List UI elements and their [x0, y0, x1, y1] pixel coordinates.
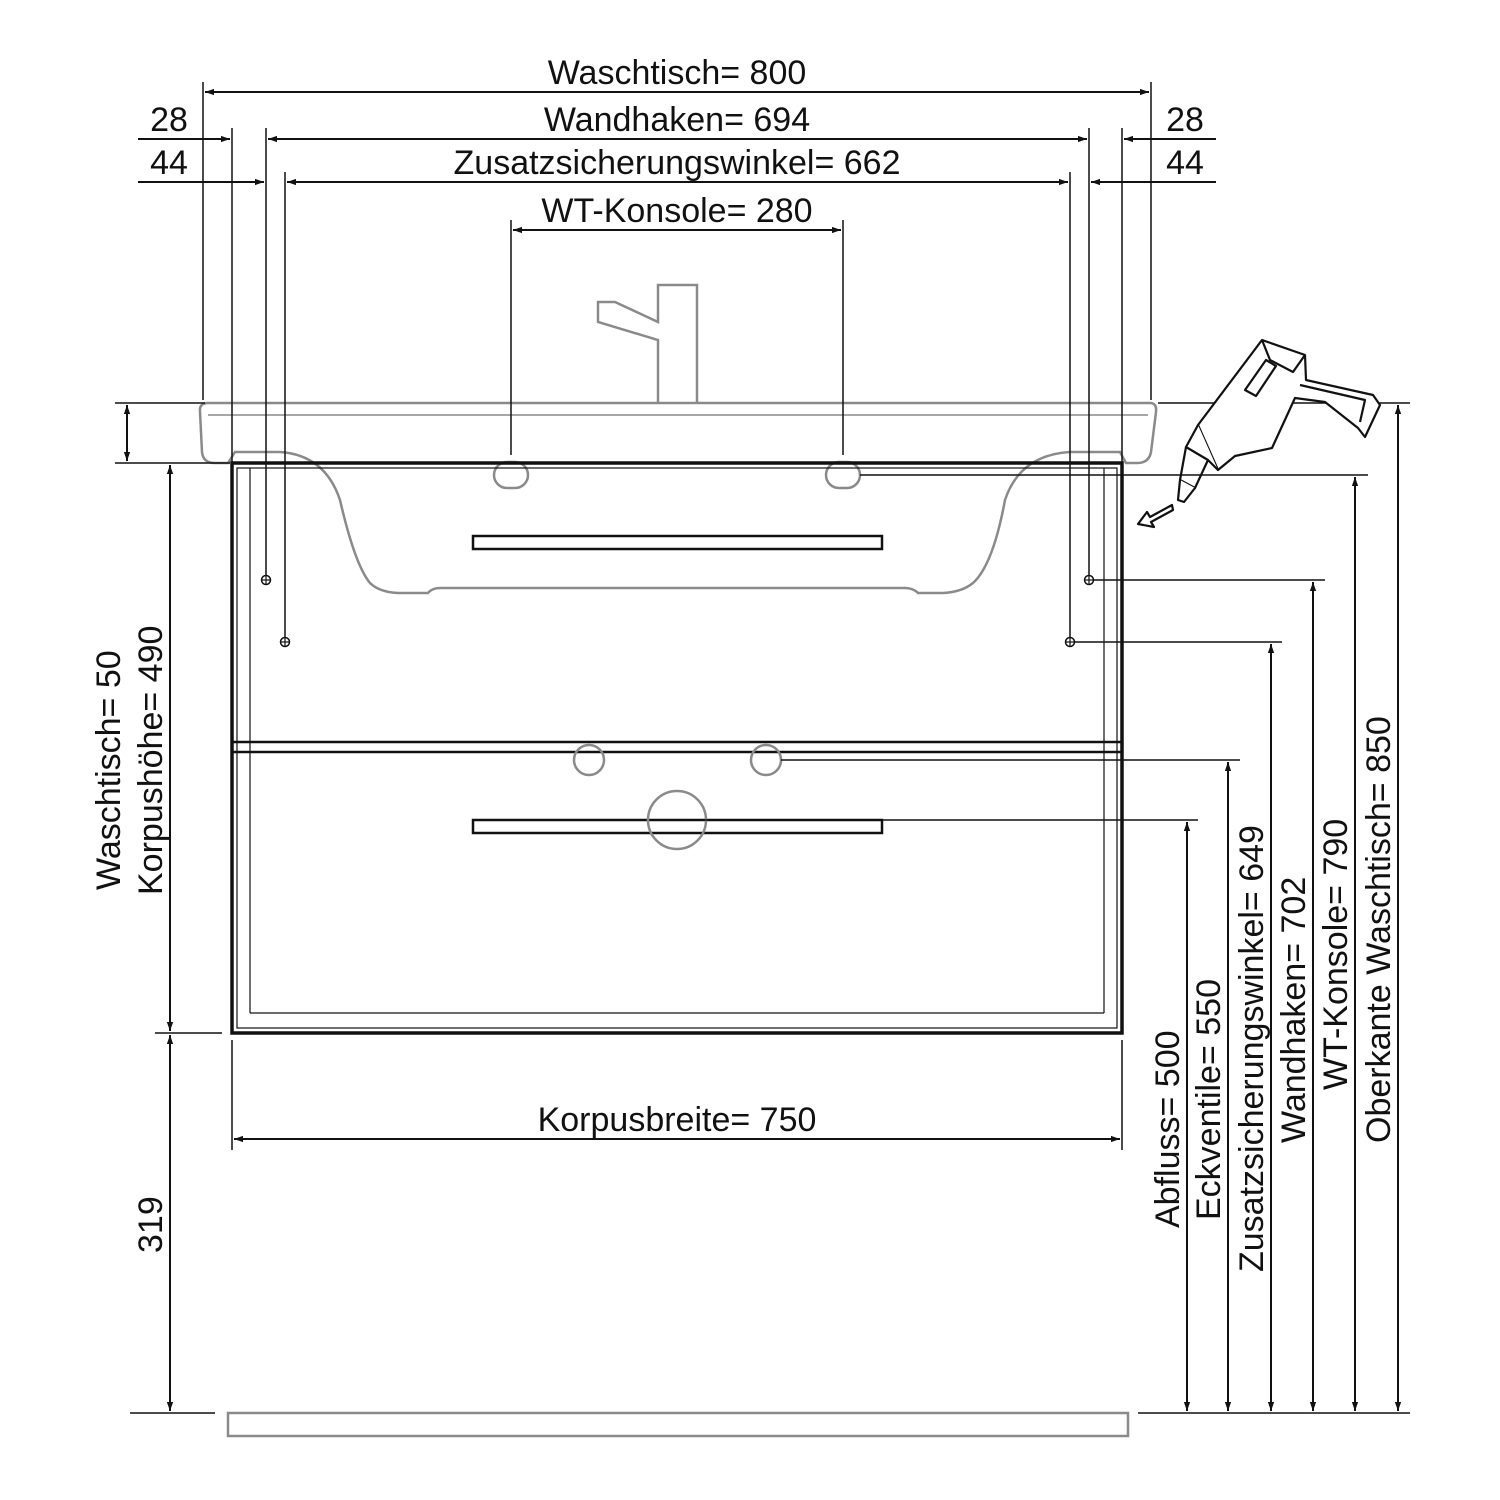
dim-eckventile: Eckventile= 550	[1190, 979, 1228, 1220]
cabinet-body	[230, 461, 1124, 1035]
dim-oberkante-waschtisch: Oberkante Waschtisch= 850	[1360, 716, 1398, 1143]
drawer-handle-top	[471, 534, 884, 551]
dim-floor-gap: 319	[132, 1196, 170, 1253]
faucet-icon	[596, 283, 699, 403]
arrow-icon	[1136, 503, 1175, 529]
drill-icon	[1136, 338, 1382, 529]
dim-right-offset-44: 44	[1166, 144, 1204, 182]
angle-valve-left	[572, 743, 606, 777]
dimension-labels: Waschtisch= 800 Wandhaken= 694 Zusatzsic…	[90, 54, 1398, 1272]
floor-line	[226, 1411, 1130, 1438]
dim-left-offset-28: 28	[150, 101, 188, 139]
dim-left-offset-44: 44	[150, 144, 188, 182]
dim-wt-konsole-height: WT-Konsole= 790	[1317, 819, 1355, 1090]
dim-korpushoehe: Korpushöhe= 490	[132, 626, 170, 895]
dim-wandhaken-height: Wandhaken= 702	[1275, 877, 1313, 1143]
dim-abfluss: Abfluss= 500	[1149, 1030, 1187, 1228]
drawer-handle-bottom	[471, 818, 884, 835]
dim-zusatzsicherungswinkel-height: Zusatzsicherungswinkel= 649	[1233, 825, 1271, 1272]
dim-right-offset-28: 28	[1166, 101, 1204, 139]
dim-wt-konsole: WT-Konsole= 280	[541, 192, 812, 230]
extension-lines	[115, 82, 1410, 1414]
dimension-lines	[123, 88, 1402, 1411]
dim-wandhaken: Wandhaken= 694	[544, 101, 810, 139]
washbasin	[198, 283, 1158, 595]
dim-korpusbreite: Korpusbreite= 750	[538, 1101, 817, 1139]
dim-waschtisch: Waschtisch= 800	[548, 54, 807, 92]
dim-zusatzsicherungswinkel: Zusatzsicherungswinkel= 662	[454, 144, 901, 182]
dim-waschtisch-height: Waschtisch= 50	[90, 650, 128, 890]
angle-valve-right	[749, 743, 783, 777]
